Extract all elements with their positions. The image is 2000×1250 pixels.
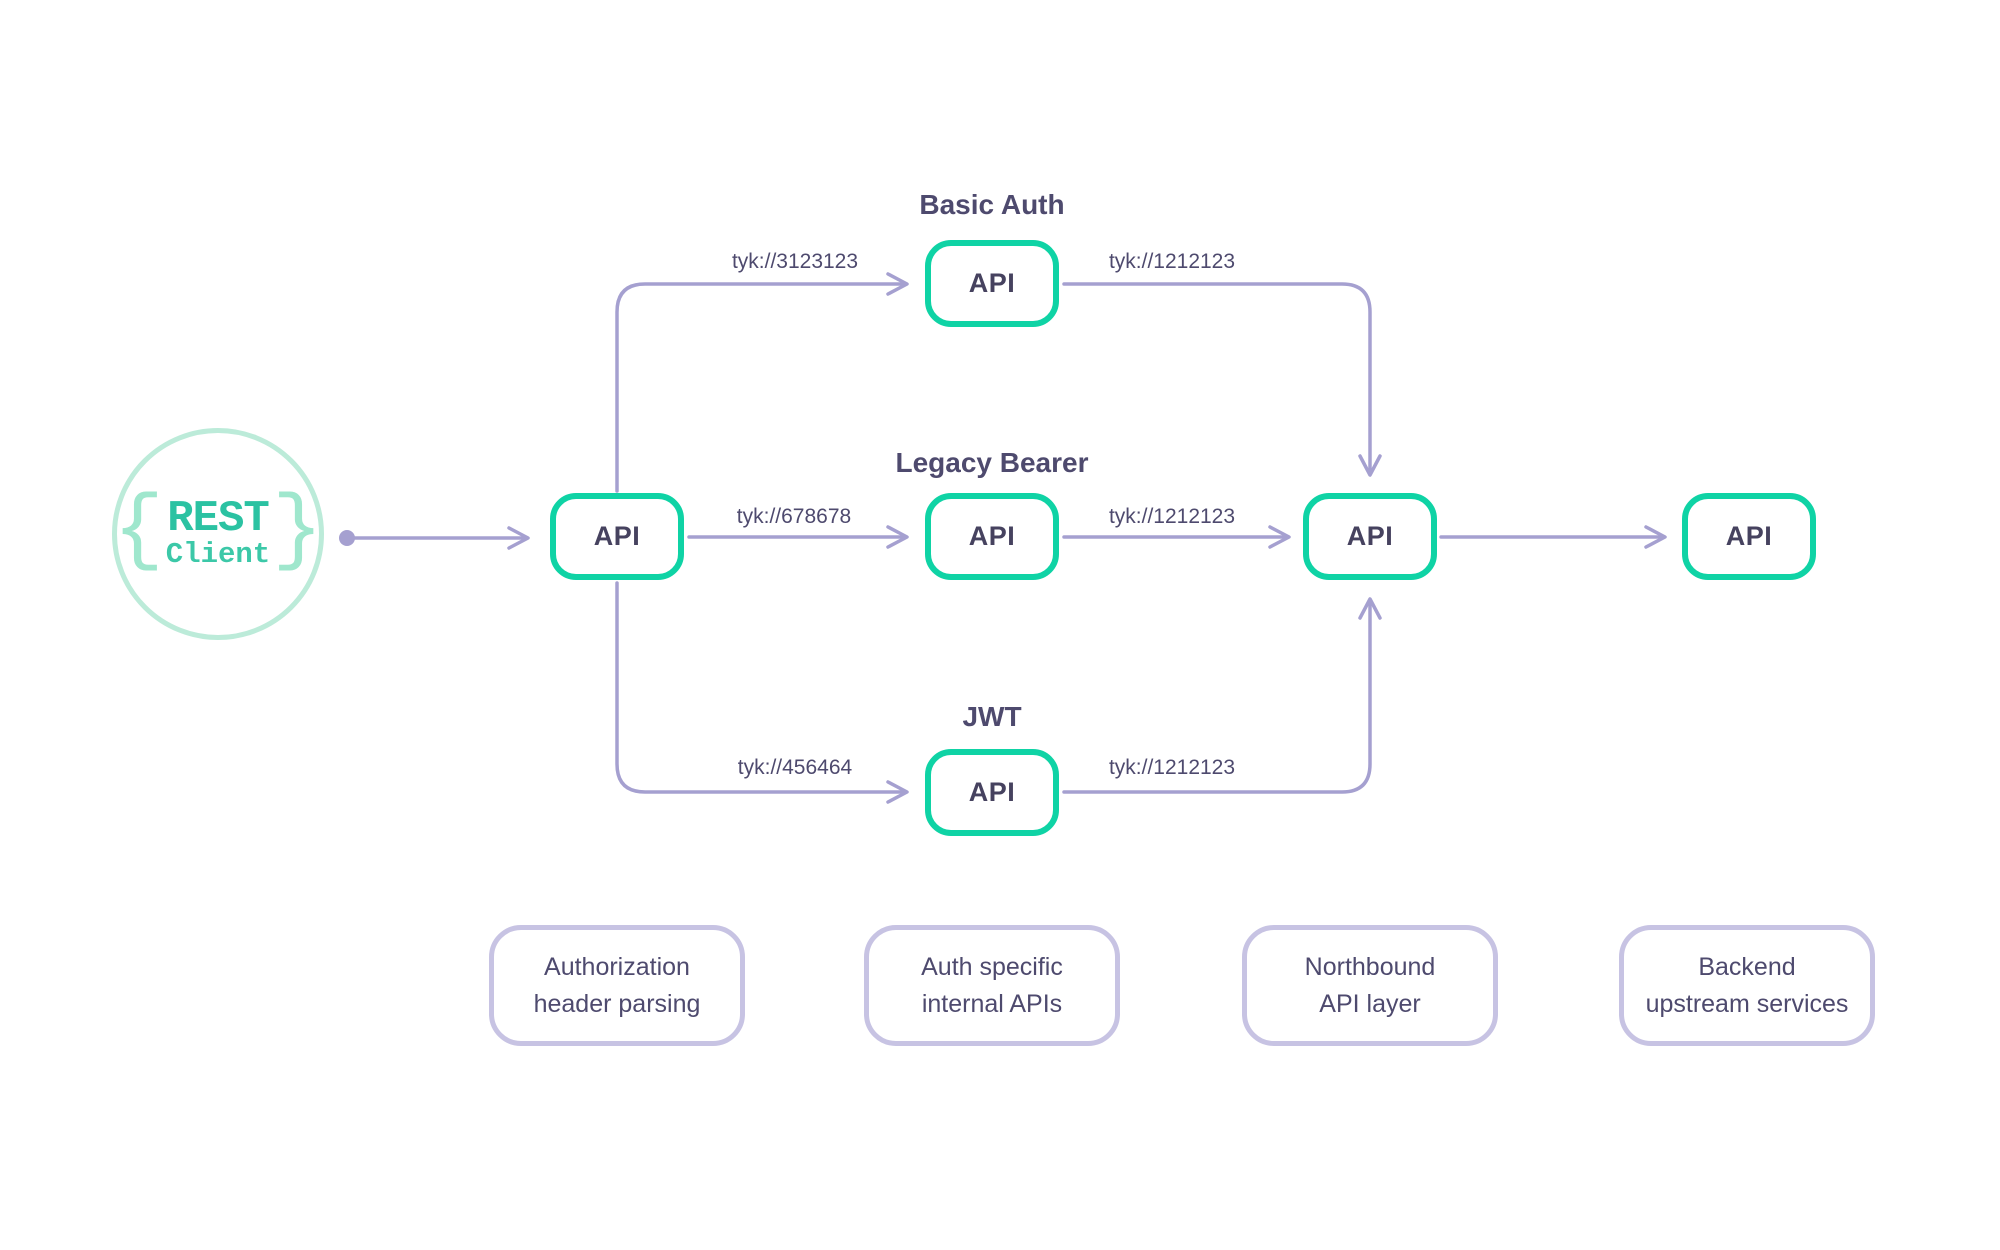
route-title-jwt: JWT — [962, 701, 1022, 732]
inbound-url-legacy-bearer: tyk://678678 — [736, 505, 852, 528]
client-name-text: REST — [167, 494, 270, 544]
left-brace-glyph: { — [113, 484, 164, 579]
inbound-url-jwt: tyk://456464 — [737, 756, 853, 779]
gateway-api-node: API — [550, 493, 684, 580]
right-brace-glyph: } — [272, 484, 323, 579]
backend-api-node: API — [1682, 493, 1816, 580]
gateway-to-basic-connector — [615, 272, 909, 493]
basic-to-northbound-connector — [1062, 282, 1382, 477]
legend-authorization-header-parsing: Authorization header parsing — [489, 925, 745, 1046]
route-title-legacy-bearer: Legacy Bearer — [895, 447, 1089, 478]
jwt-to-northbound-connector — [1062, 597, 1382, 794]
inbound-url-basic-auth: tyk://3123123 — [731, 250, 859, 273]
outbound-url-basic-auth: tyk://1212123 — [1108, 250, 1236, 273]
jwt-api-node: API — [925, 749, 1059, 836]
outbound-url-jwt: tyk://1212123 — [1108, 756, 1236, 779]
legend-auth-specific-internal-apis: Auth specific internal APIs — [864, 925, 1120, 1046]
outbound-url-legacy-bearer: tyk://1212123 — [1108, 505, 1236, 528]
legend-northbound-api-layer: Northbound API layer — [1242, 925, 1498, 1046]
northbound-api-node: API — [1303, 493, 1437, 580]
client-type-text: Client — [165, 538, 271, 571]
gateway-to-jwt-connector — [615, 581, 909, 804]
basic-auth-api-node: API — [925, 240, 1059, 327]
route-title-basic-auth: Basic Auth — [919, 189, 1065, 220]
legend-backend-upstream-services: Backend upstream services — [1619, 925, 1875, 1046]
rest-client-node: { REST Client } — [112, 428, 324, 640]
client-connector-start-dot — [339, 530, 355, 546]
legacy-bearer-api-node: API — [925, 493, 1059, 580]
rest-client-logo: { REST Client } — [113, 490, 322, 574]
